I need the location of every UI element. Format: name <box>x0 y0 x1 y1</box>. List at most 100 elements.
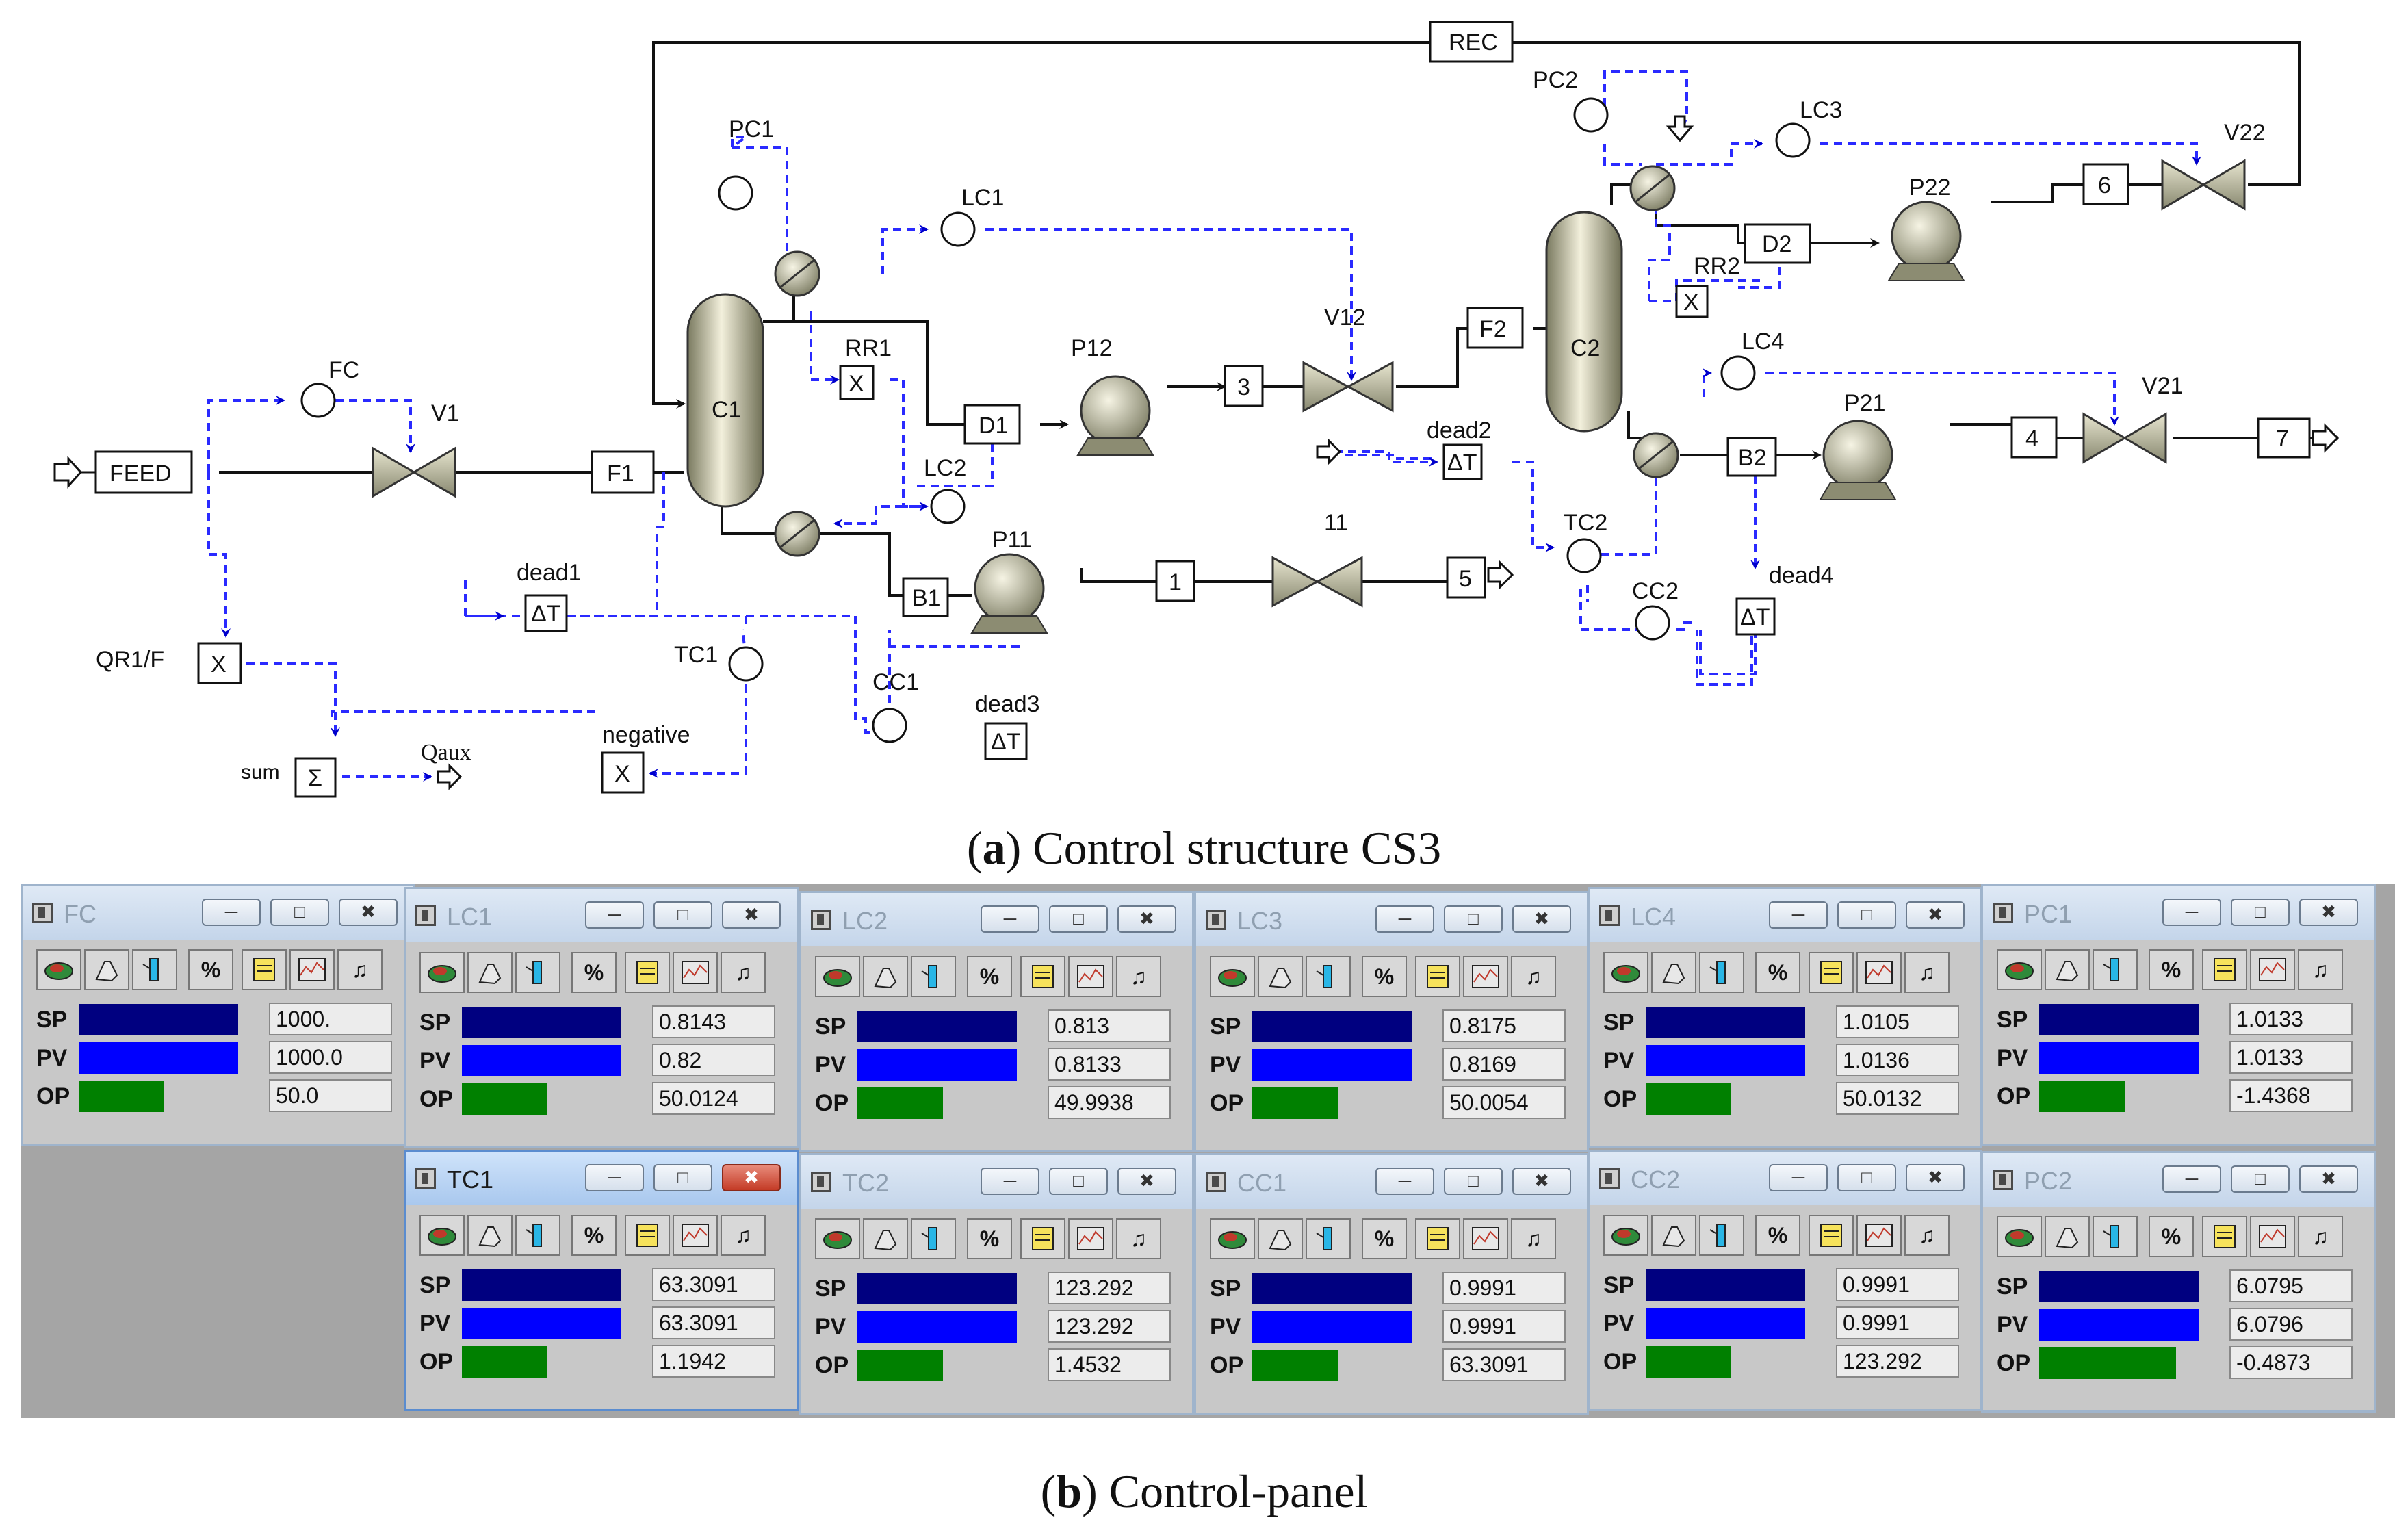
sp-value-field[interactable]: 1.0133 <box>2229 1003 2353 1035</box>
alarm-sound-icon[interactable]: ♫ <box>1116 1218 1161 1259</box>
auto-mode-icon[interactable] <box>1603 952 1648 993</box>
alarm-sound-icon[interactable]: ♫ <box>2298 1216 2343 1257</box>
notes-icon[interactable] <box>1415 1218 1460 1259</box>
percent-button[interactable]: % <box>571 1215 617 1256</box>
alarm-sound-icon[interactable]: ♫ <box>337 949 383 990</box>
cascade-mode-icon[interactable] <box>1306 1218 1351 1259</box>
notes-icon[interactable] <box>1020 956 1065 997</box>
sp-value-field[interactable]: 1000. <box>269 1003 392 1035</box>
minimize-button[interactable]: ─ <box>2162 1165 2221 1193</box>
sp-value-field[interactable]: 0.813 <box>1048 1009 1171 1042</box>
cascade-mode-icon[interactable] <box>911 1218 956 1259</box>
faceplate-titlebar[interactable]: LC3─□✖ <box>1196 893 1587 946</box>
percent-button[interactable]: % <box>2149 949 2194 990</box>
auto-mode-icon[interactable] <box>815 956 860 997</box>
percent-button[interactable]: % <box>1755 1215 1800 1256</box>
op-value-field[interactable]: -1.4368 <box>2229 1079 2353 1112</box>
op-value-field[interactable]: 63.3091 <box>1442 1348 1566 1381</box>
faceplate-titlebar[interactable]: TC2─□✖ <box>801 1155 1192 1209</box>
auto-mode-icon[interactable] <box>1210 956 1255 997</box>
cascade-mode-icon[interactable] <box>1306 956 1351 997</box>
notes-icon[interactable] <box>625 1215 670 1256</box>
sp-value-field[interactable]: 0.8143 <box>652 1005 775 1038</box>
minimize-button[interactable]: ─ <box>981 905 1039 933</box>
alarm-sound-icon[interactable]: ♫ <box>1511 956 1556 997</box>
cascade-mode-icon[interactable] <box>132 949 177 990</box>
maximize-button[interactable]: □ <box>653 901 712 929</box>
pv-value-field[interactable]: 0.9991 <box>1836 1306 1959 1339</box>
minimize-button[interactable]: ─ <box>1375 905 1434 933</box>
trend-chart-icon[interactable] <box>1856 1215 1902 1256</box>
pv-value-field[interactable]: 6.0796 <box>2229 1308 2353 1341</box>
close-button[interactable]: ✖ <box>339 899 398 926</box>
close-button[interactable]: ✖ <box>1512 1168 1571 1195</box>
percent-button[interactable]: % <box>967 956 1012 997</box>
notes-icon[interactable] <box>2202 1216 2247 1257</box>
pv-value-field[interactable]: 0.9991 <box>1442 1310 1566 1343</box>
op-value-field[interactable]: 50.0132 <box>1836 1082 1959 1115</box>
auto-mode-icon[interactable] <box>1997 1216 2042 1257</box>
alarm-sound-icon[interactable]: ♫ <box>1116 956 1161 997</box>
cascade-mode-icon[interactable] <box>1699 1215 1744 1256</box>
alarm-sound-icon[interactable]: ♫ <box>721 1215 766 1256</box>
faceplate-titlebar[interactable]: CC1─□✖ <box>1196 1155 1587 1209</box>
notes-icon[interactable] <box>1809 952 1854 993</box>
pv-value-field[interactable]: 123.292 <box>1048 1310 1171 1343</box>
percent-button[interactable]: % <box>571 952 617 993</box>
auto-mode-icon[interactable] <box>815 1218 860 1259</box>
trend-chart-icon[interactable] <box>289 949 335 990</box>
trend-chart-icon[interactable] <box>1463 956 1508 997</box>
minimize-button[interactable]: ─ <box>1769 1164 1828 1191</box>
minimize-button[interactable]: ─ <box>202 899 261 926</box>
manual-mode-icon[interactable] <box>863 956 908 997</box>
close-button[interactable]: ✖ <box>722 1164 781 1191</box>
op-value-field[interactable]: 123.292 <box>1836 1345 1959 1378</box>
maximize-button[interactable]: □ <box>1837 1164 1896 1191</box>
faceplate-titlebar[interactable]: CC2─□✖ <box>1590 1152 1980 1205</box>
percent-button[interactable]: % <box>1362 956 1407 997</box>
notes-icon[interactable] <box>625 952 670 993</box>
maximize-button[interactable]: □ <box>270 899 329 926</box>
maximize-button[interactable]: □ <box>1444 1168 1503 1195</box>
pv-value-field[interactable]: 0.82 <box>652 1044 775 1076</box>
close-button[interactable]: ✖ <box>722 901 781 929</box>
percent-button[interactable]: % <box>1362 1218 1407 1259</box>
trend-chart-icon[interactable] <box>673 1215 718 1256</box>
faceplate-titlebar[interactable]: LC2─□✖ <box>801 893 1192 946</box>
close-button[interactable]: ✖ <box>1117 1168 1176 1195</box>
close-button[interactable]: ✖ <box>2299 1165 2358 1193</box>
pv-value-field[interactable]: 1000.0 <box>269 1041 392 1074</box>
trend-chart-icon[interactable] <box>1463 1218 1508 1259</box>
percent-button[interactable]: % <box>188 949 233 990</box>
trend-chart-icon[interactable] <box>673 952 718 993</box>
alarm-sound-icon[interactable]: ♫ <box>721 952 766 993</box>
trend-chart-icon[interactable] <box>1068 1218 1113 1259</box>
cascade-mode-icon[interactable] <box>515 952 560 993</box>
notes-icon[interactable] <box>1020 1218 1065 1259</box>
op-value-field[interactable]: -0.4873 <box>2229 1346 2353 1379</box>
op-value-field[interactable]: 1.4532 <box>1048 1348 1171 1381</box>
sp-value-field[interactable]: 6.0795 <box>2229 1269 2353 1302</box>
pv-value-field[interactable]: 0.8169 <box>1442 1048 1566 1081</box>
sp-value-field[interactable]: 123.292 <box>1048 1272 1171 1304</box>
auto-mode-icon[interactable] <box>1603 1215 1648 1256</box>
maximize-button[interactable]: □ <box>2231 1165 2290 1193</box>
manual-mode-icon[interactable] <box>1651 952 1696 993</box>
alarm-sound-icon[interactable]: ♫ <box>1904 1215 1950 1256</box>
cascade-mode-icon[interactable] <box>1699 952 1744 993</box>
pv-value-field[interactable]: 0.8133 <box>1048 1048 1171 1081</box>
trend-chart-icon[interactable] <box>2250 1216 2295 1257</box>
alarm-sound-icon[interactable]: ♫ <box>1904 952 1950 993</box>
trend-chart-icon[interactable] <box>2250 949 2295 990</box>
notes-icon[interactable] <box>2202 949 2247 990</box>
close-button[interactable]: ✖ <box>1117 905 1176 933</box>
maximize-button[interactable]: □ <box>1049 905 1108 933</box>
